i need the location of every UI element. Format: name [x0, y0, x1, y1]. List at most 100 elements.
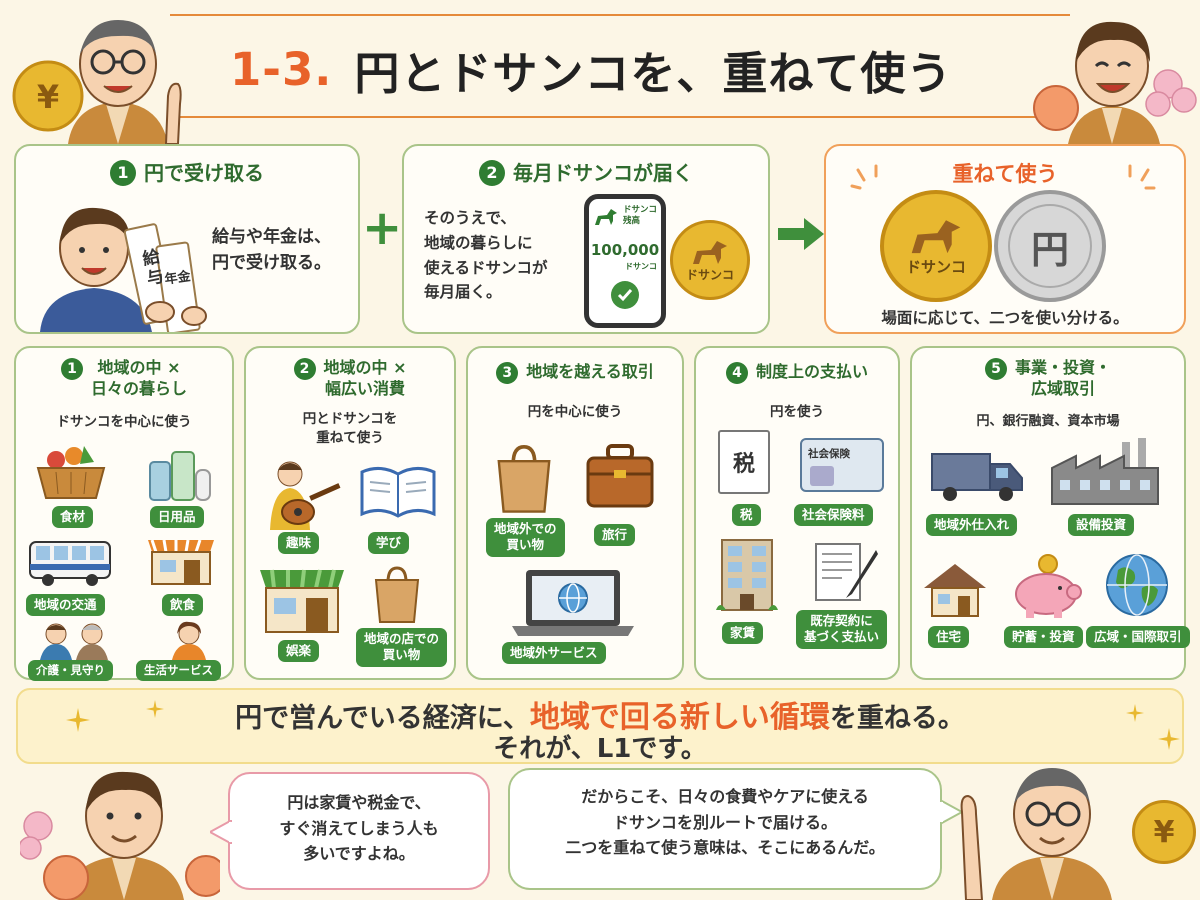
step-number: 4 [725, 362, 748, 384]
shopping-bag-icon [372, 564, 422, 624]
tag-learning: 学び [368, 532, 410, 555]
tag-outside-shopping: 地域外での 買い物 [486, 518, 565, 557]
tag-local-shop: 地域の店での 買い物 [356, 628, 448, 667]
card-institutional-payment: 4 制度上の支払い 円を使う 税 税 社会保険 社会保険料 家賃 既存契約に 基… [694, 346, 900, 680]
step-number: 5 [984, 358, 1007, 380]
yen-symbol: ¥ [1153, 814, 1175, 850]
coin-label: ドサンコ [905, 257, 966, 276]
plus-icon: + [362, 200, 403, 256]
card-local-daily: 1 地域の中 × 日々の暮らし ドサンコを中心に使う 食材 日用品 地域の交通 … [14, 346, 234, 681]
step-number: 2 [479, 160, 505, 186]
card-subtitle: 円とドサンコを 重ねて使う [302, 411, 398, 446]
card-title: 地域を越える取引 [526, 362, 654, 381]
insurance-card-icon: 社会保険 [800, 438, 884, 492]
piggy-bank-icon [1008, 552, 1084, 618]
horse-icon [693, 240, 727, 264]
tag-local-transport: 地域の交通 [26, 594, 105, 617]
tag-savings-investment: 貯蓄・投資 [1004, 626, 1083, 649]
title-text: 円とドサンコを、重ねて使う [354, 46, 953, 100]
svg-text:¥: ¥ [37, 78, 59, 116]
young-man-bottom-left-illustration [20, 766, 220, 900]
laptop-globe-icon [508, 566, 638, 638]
banner-line-1: 円で営んでいる経済に、地域で回る新しい循環を重ねる。 [0, 692, 1200, 736]
basket-icon [36, 444, 106, 500]
sparkle-icon [66, 708, 90, 732]
service-worker-icon [166, 620, 212, 660]
step-number: 2 [293, 358, 316, 380]
header-line-bottom [170, 116, 1070, 118]
bus-icon [28, 540, 112, 586]
tag-care: 介護・見守り [28, 660, 113, 681]
card-business-investment: 5 事業・投資・ 広域取引 円、銀行融資、資本市場 地域外仕入れ 設備投資 住宅… [910, 346, 1190, 680]
shopping-bag-icon [494, 442, 554, 514]
card-title: 重ねて使う [952, 162, 1058, 186]
card-use-together: 重ねて使う ドサンコ 円 場面に応じて、二つを使い分ける。 [824, 144, 1186, 334]
sparkle-left-icon [850, 164, 890, 194]
dosanko-coin: ドサンコ [670, 220, 750, 300]
tag-hobby: 趣味 [278, 532, 320, 555]
card-local-broad: 2 地域の中 × 幅広い消費 円とドサンコを 重ねて使う 趣味 学び 娯楽 地域… [244, 346, 456, 680]
horse-icon [593, 207, 619, 227]
step-number: 3 [496, 362, 519, 384]
coin-label: 円 [1030, 227, 1069, 272]
card-subtitle: ドサンコを中心に使う [56, 414, 192, 430]
banner-text-a: 円で営んでいる経済に、 [235, 703, 530, 734]
phone-label: ドサンコ 残高 [623, 205, 658, 226]
card-subtitle: 円を使う [770, 404, 824, 420]
bubble-text: だからこそ、日々の食費やケアに使える ドサンコを別ルートで届ける。 二つを重ねて… [565, 787, 885, 858]
yen-coin-icon: ¥ [1132, 800, 1196, 864]
svg-text:年金: 年金 [164, 268, 193, 288]
tag-housing: 住宅 [928, 626, 970, 649]
step-number: 1 [60, 358, 83, 380]
phone-unit: ドサンコ [625, 262, 657, 271]
tag-travel: 旅行 [594, 524, 636, 547]
man-holding-papers-illustration: 給 与 年金 [34, 192, 214, 332]
tag-entertainment: 娯楽 [278, 640, 320, 663]
factory-icon [1050, 438, 1160, 506]
tax-document-icon: 税 [718, 430, 770, 494]
globe-icon [1104, 552, 1170, 618]
truck-icon [930, 450, 1024, 502]
arrow-right-icon [776, 216, 826, 252]
step-number: 1 [110, 160, 136, 186]
apartment-icon [716, 536, 778, 612]
speech-bubble-left-tail [210, 820, 232, 844]
card-title: 円で受け取る [144, 161, 264, 185]
guitar-player-icon [260, 456, 344, 530]
card-title: 地域の中 × 幅広い消費 [323, 358, 407, 398]
card-title: 制度上の支払い [755, 362, 868, 381]
card-icon-label: 社会保険 [808, 448, 850, 460]
svg-text:給: 給 [141, 246, 163, 270]
house-icon [922, 560, 988, 618]
elder-bottom-right-illustration [952, 752, 1200, 900]
coin-label: ドサンコ [685, 267, 734, 282]
card-monthly-dosanko: 2 毎月ドサンコが届く そのうえで、 地域の暮らしに 使えるドサンコが 毎月届く… [402, 144, 770, 334]
phone-illustration: ドサンコ 残高 100,000 ドサンコ [584, 194, 666, 328]
shop-icon [258, 566, 346, 634]
dosanko-coin-large: ドサンコ [880, 190, 992, 302]
phone-amount: 100,000 [590, 241, 660, 259]
summary-banner [16, 688, 1184, 764]
header-line-top [170, 14, 1070, 16]
sparkle-icon [1158, 728, 1180, 750]
tax-icon-label: 税 [732, 452, 755, 477]
tag-capital-investment: 設備投資 [1068, 514, 1135, 537]
card-title: 地域の中 × 日々の暮らし [90, 358, 187, 398]
tag-daily-goods: 日用品 [150, 506, 204, 529]
tag-outside-service: 地域外サービス [502, 642, 606, 665]
horse-icon [911, 219, 961, 253]
young-man-top-right-illustration [1028, 4, 1198, 144]
suitcase-icon [584, 444, 656, 512]
banner-highlight: 地域で回る新しい循環 [529, 700, 830, 735]
book-icon [358, 464, 438, 520]
daily-goods-icon [146, 444, 212, 502]
tag-food: 食材 [52, 506, 94, 529]
speech-bubble-right-tail [940, 800, 962, 824]
card-text: 給与や年金は、 円で受け取る。 [212, 227, 331, 274]
title-number: 1-3. [230, 42, 333, 96]
card-receive-yen: 1 円で受け取る 給 与 年金 給与や年金は、 円で受け取る。 [14, 144, 360, 334]
tag-life-service: 生活サービス [136, 660, 221, 681]
tag-rent: 家賃 [722, 622, 764, 645]
contract-pen-icon [812, 540, 882, 604]
tag-tax: 税 [732, 504, 761, 527]
